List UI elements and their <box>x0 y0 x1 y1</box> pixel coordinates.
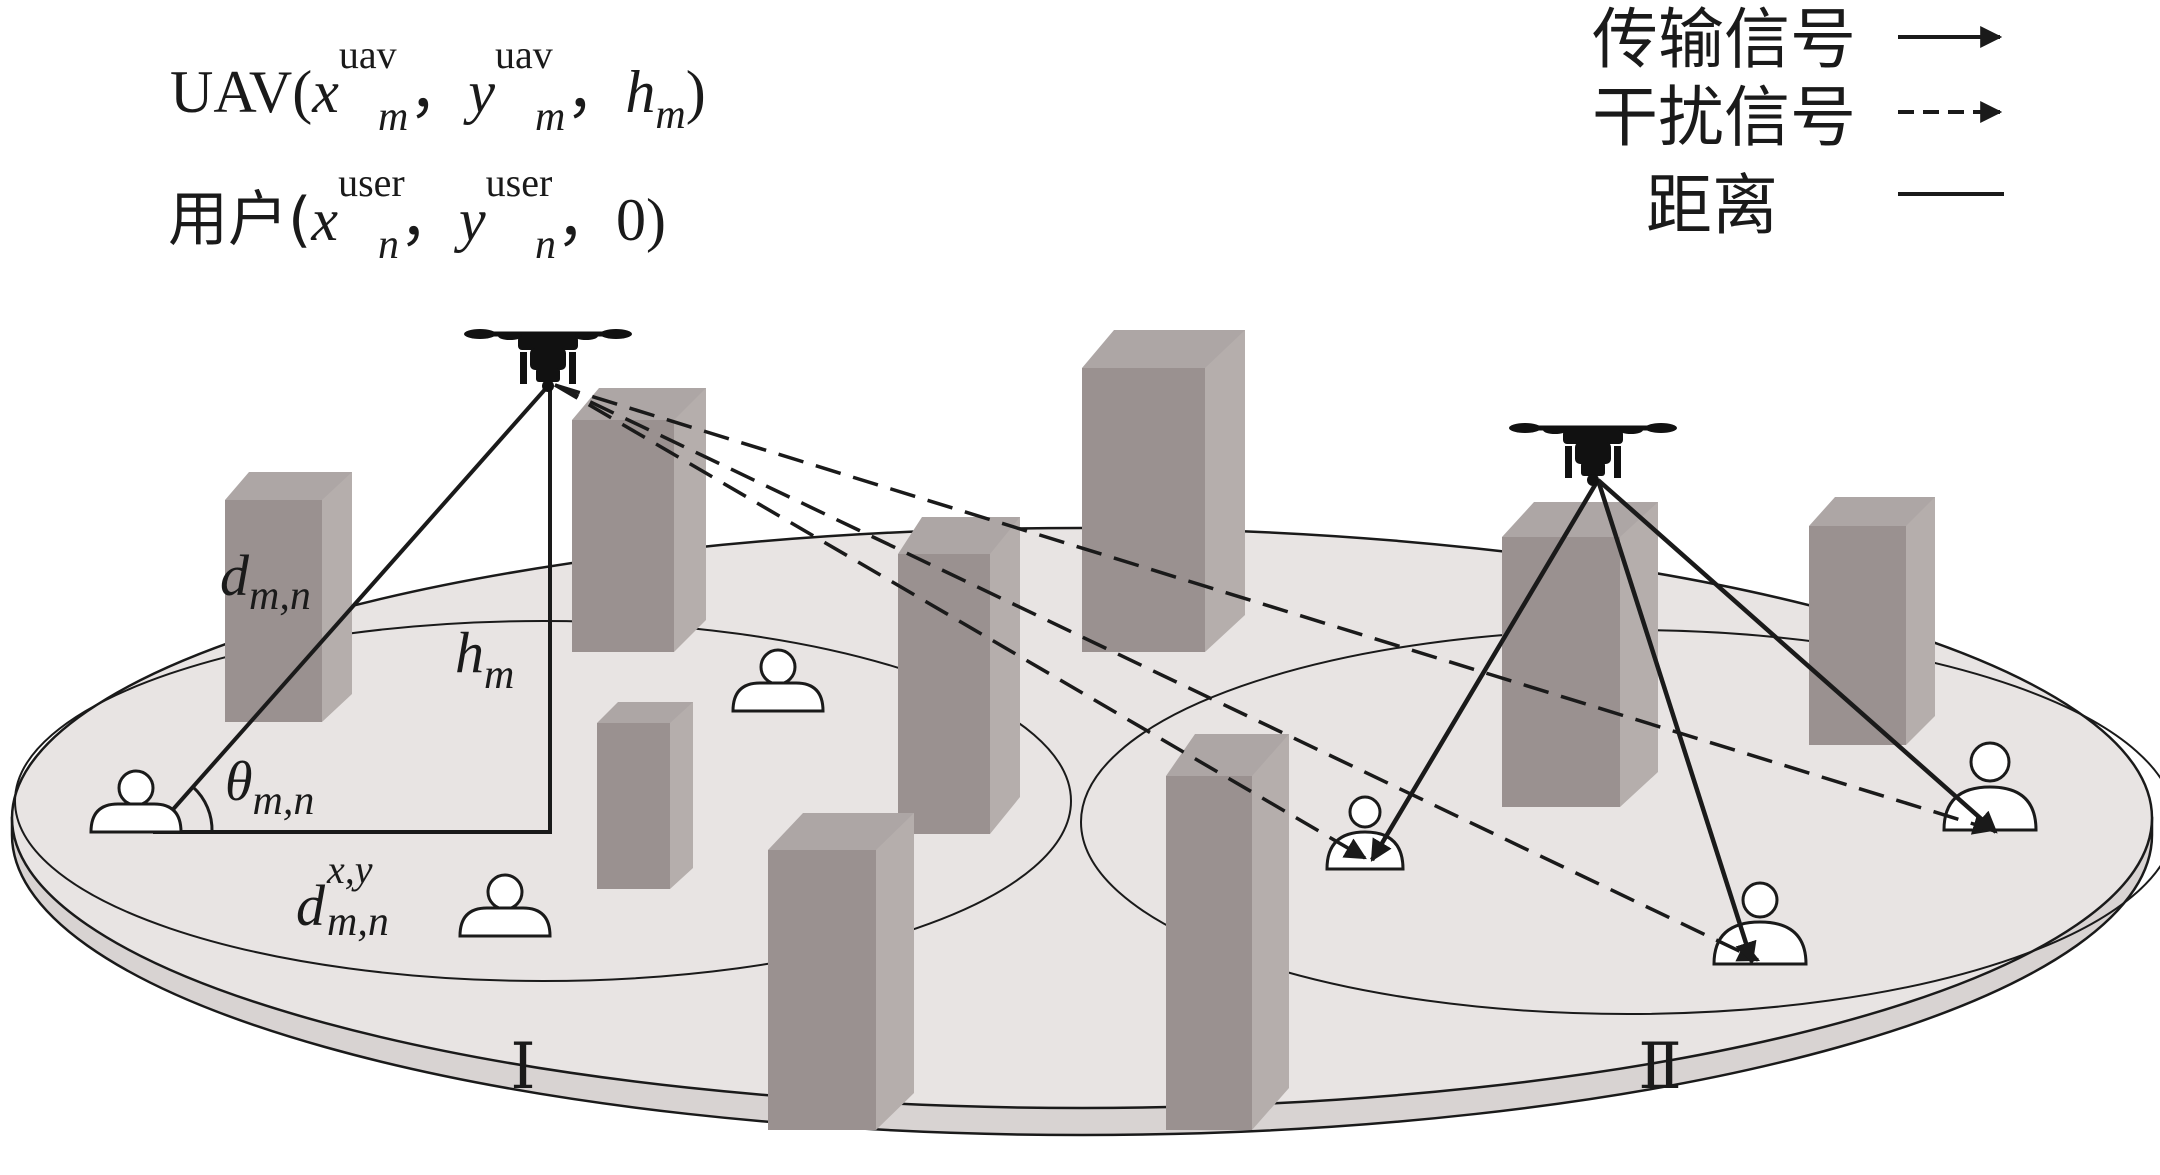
distance-line-d <box>151 384 550 834</box>
transmission-signals <box>1370 478 1998 965</box>
building <box>1502 502 1658 807</box>
building <box>1809 497 1935 745</box>
uav-drone-icon <box>1509 423 1677 486</box>
building <box>572 388 706 652</box>
building <box>768 813 914 1130</box>
building <box>1166 734 1289 1130</box>
uav-drone-icon <box>464 329 632 392</box>
interference-signals <box>554 383 1996 962</box>
interference-signal <box>554 383 1367 860</box>
legend-transmission-label: 传输信号 <box>1592 1 1856 78</box>
interference-signal <box>554 383 1996 835</box>
legend-distance-label: 距离 <box>1646 167 1778 244</box>
building <box>1082 330 1245 652</box>
transmission-signal <box>1370 478 1600 862</box>
cell-region-1 <box>14 620 1072 982</box>
building <box>225 472 352 722</box>
geometry-triangle <box>151 384 552 834</box>
transmission-signal <box>1596 478 1998 834</box>
transmission-signal <box>1595 479 1757 965</box>
region-2-label: Ⅱ <box>1638 1031 1682 1102</box>
label-theta-mn: θm,n <box>225 751 314 824</box>
user-icon <box>1942 741 2038 832</box>
legend: 传输信号 干扰信号 距离 <box>1592 1 2004 244</box>
interference-signal <box>554 383 1760 962</box>
label-h-m: hm <box>455 620 514 698</box>
legend-interference-label: 干扰信号 <box>1592 79 1856 156</box>
region-1-label: Ⅰ <box>510 1031 535 1102</box>
building <box>597 702 693 889</box>
angle-arc <box>191 785 214 833</box>
label-d-mn: dm,n <box>220 543 311 619</box>
building <box>898 517 1020 834</box>
